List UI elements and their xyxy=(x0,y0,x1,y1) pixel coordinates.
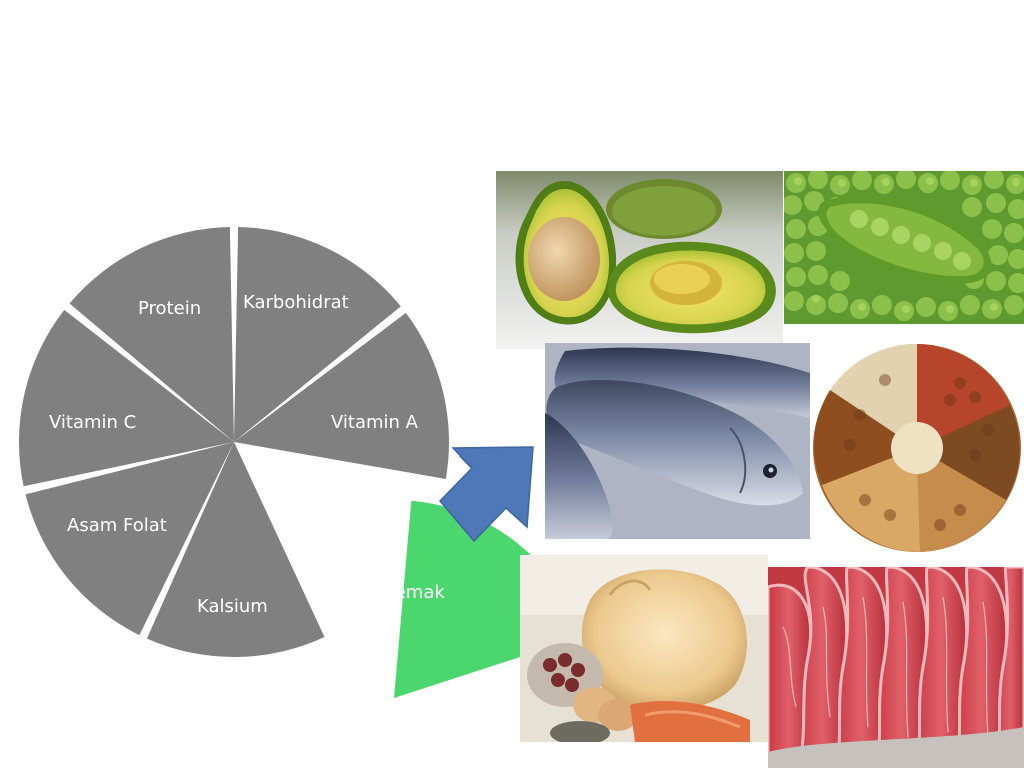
pie-slice-karbohidrat xyxy=(234,227,401,442)
arrow-icon xyxy=(438,446,534,543)
chicken-eggs-salmon-photo xyxy=(520,555,768,742)
mixed-nuts-photo xyxy=(810,335,1024,560)
raw-beef-photo xyxy=(768,567,1024,768)
label-asam-folat: Asam Folat xyxy=(67,515,167,536)
pie-slice-protein xyxy=(69,227,234,442)
pie-slice-asam-folat xyxy=(25,442,234,636)
label-lemak: Lemak xyxy=(385,582,445,603)
pie-slice-vitamin-c xyxy=(18,309,234,487)
avocado-photo xyxy=(496,171,783,349)
pie-slice-vitamin-a xyxy=(234,312,450,479)
label-karbohidrat: Karbohidrat xyxy=(243,292,349,313)
label-vitamin-a: Vitamin A xyxy=(331,412,419,433)
label-vitamin-c: Vitamin C xyxy=(49,412,136,433)
label-kalsium: Kalsium xyxy=(197,596,268,617)
fish-photo xyxy=(545,343,810,539)
label-protein: Protein xyxy=(138,298,201,319)
green-peas-photo xyxy=(784,171,1024,324)
pie-slice-kalsium xyxy=(146,442,325,658)
